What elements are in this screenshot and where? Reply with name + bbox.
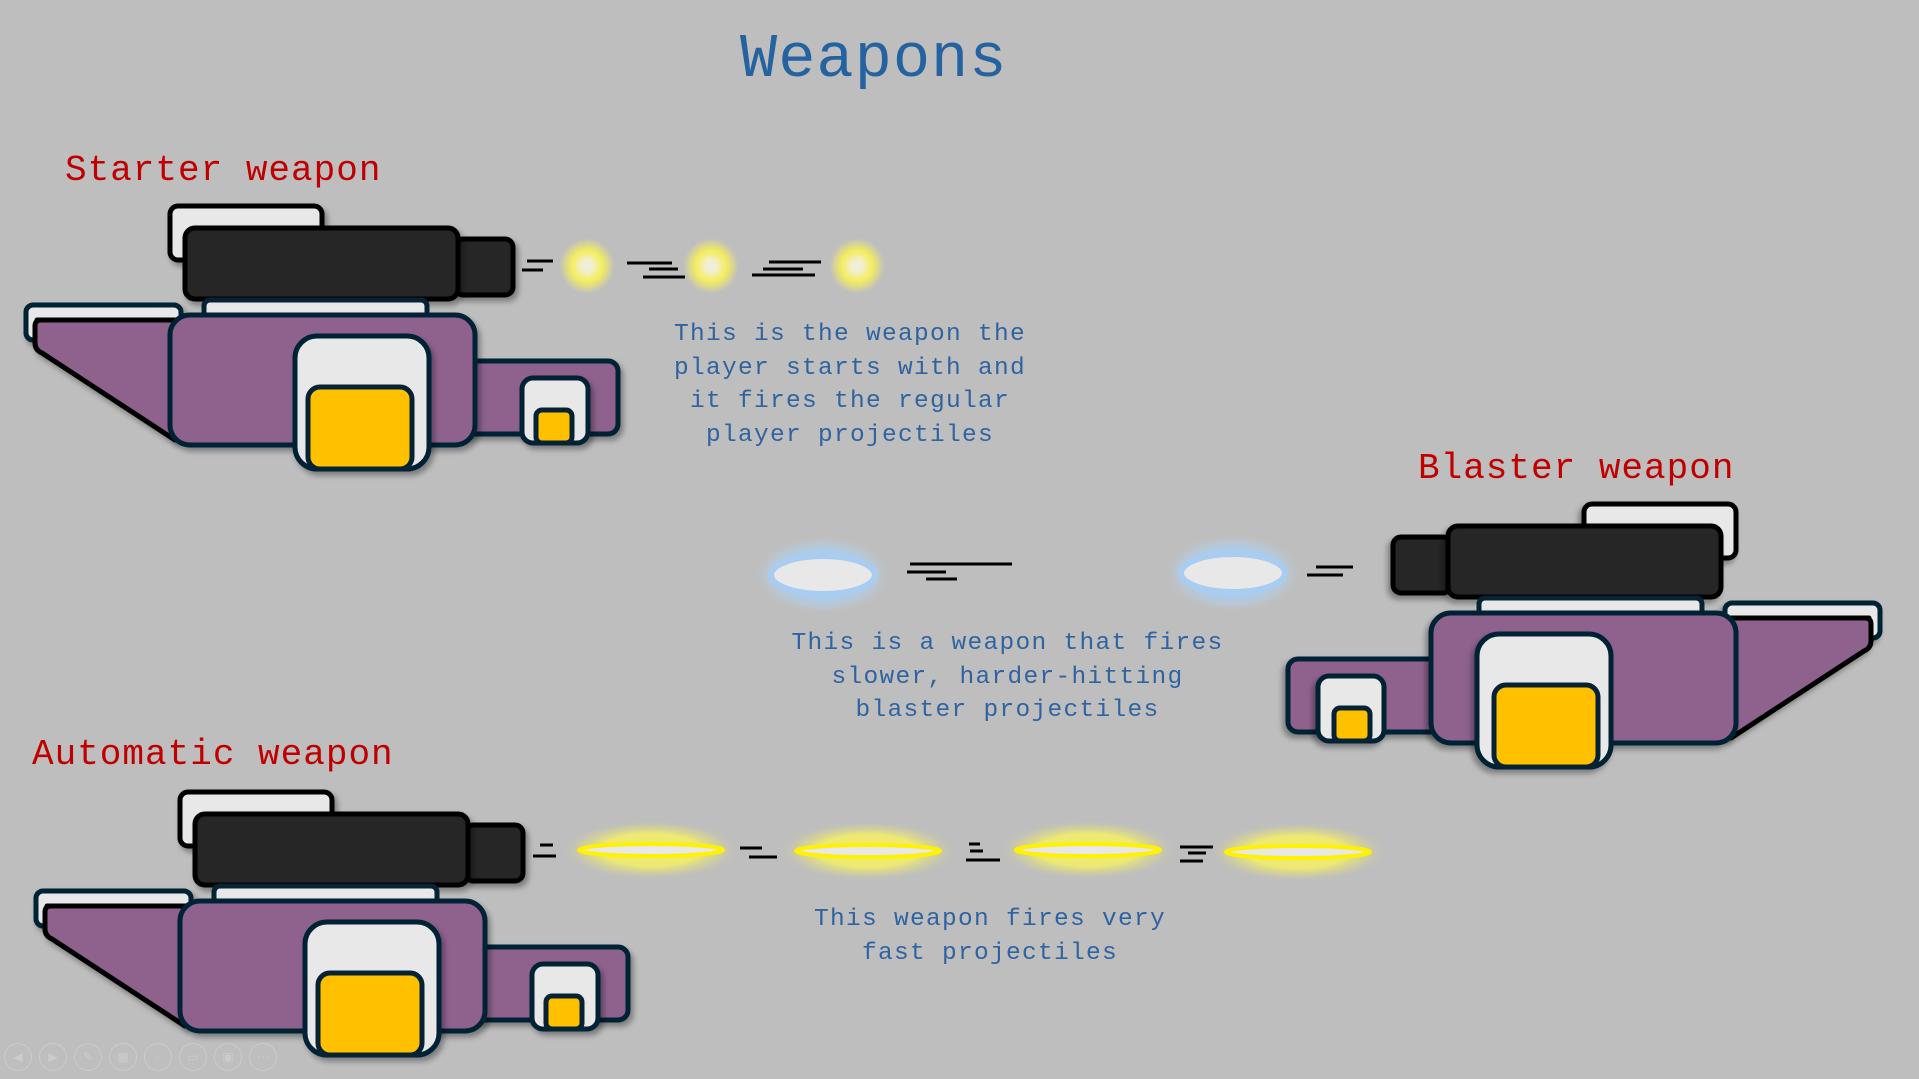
starter-weapon-description: This is the weapon the player starts wit… xyxy=(673,321,1027,449)
blaster-weapon-description: This is a weapon that fires slower, hard… xyxy=(791,630,1224,724)
automatic-weapon-description: This weapon fires very fast projectiles xyxy=(813,906,1167,967)
more-icon: ⋯ xyxy=(257,1050,269,1064)
yellow-orb-projectile xyxy=(683,238,739,294)
pen-button[interactable]: ✎ xyxy=(74,1043,102,1071)
starter-weapon-label: Starter weapon xyxy=(65,150,382,191)
yellow-streak-projectile xyxy=(577,842,725,858)
automatic-weapon-label: Automatic weapon xyxy=(32,734,394,775)
starter-projectiles xyxy=(522,238,885,294)
camera-button[interactable]: ▣ xyxy=(214,1043,242,1071)
see-all-slides-button[interactable]: ▦ xyxy=(109,1043,137,1071)
yellow-orb-projectile xyxy=(829,238,885,294)
blue-blaster-projectile xyxy=(768,553,878,597)
automatic-weapon-sprite xyxy=(36,792,628,1055)
zoom-button[interactable]: ⌕ xyxy=(144,1043,172,1071)
yellow-orb-projectile xyxy=(559,238,615,294)
pen-icon: ✎ xyxy=(82,1050,94,1064)
previous-icon: ◀ xyxy=(13,1050,23,1064)
automatic-projectiles xyxy=(533,820,1388,882)
yellow-streak-projectile xyxy=(794,843,942,859)
more-options-button[interactable]: ⋯ xyxy=(249,1043,277,1071)
subtitles-icon: ▭ xyxy=(187,1050,199,1064)
slides-grid-icon: ▦ xyxy=(117,1050,129,1064)
blaster-weapon-sprite xyxy=(1288,504,1880,767)
next-icon: ▶ xyxy=(48,1050,58,1064)
starter-weapon-sprite xyxy=(26,206,618,469)
blaster-weapon-label: Blaster weapon xyxy=(1418,448,1735,489)
blue-blaster-projectile xyxy=(1178,551,1288,595)
subtitles-button[interactable]: ▭ xyxy=(179,1043,207,1071)
camera-off-icon: ▣ xyxy=(222,1050,234,1064)
magnifier-icon: ⌕ xyxy=(154,1049,162,1064)
previous-slide-button[interactable]: ◀ xyxy=(4,1043,32,1071)
next-slide-button[interactable]: ▶ xyxy=(39,1043,67,1071)
slide-title: Weapons xyxy=(740,24,1008,95)
yellow-streak-projectile xyxy=(1224,844,1372,860)
yellow-streak-projectile xyxy=(1014,842,1162,858)
presenter-controls: ◀ ▶ ✎ ▦ ⌕ ▭ ▣ ⋯ xyxy=(4,1043,277,1071)
blaster-projectiles xyxy=(753,533,1353,615)
